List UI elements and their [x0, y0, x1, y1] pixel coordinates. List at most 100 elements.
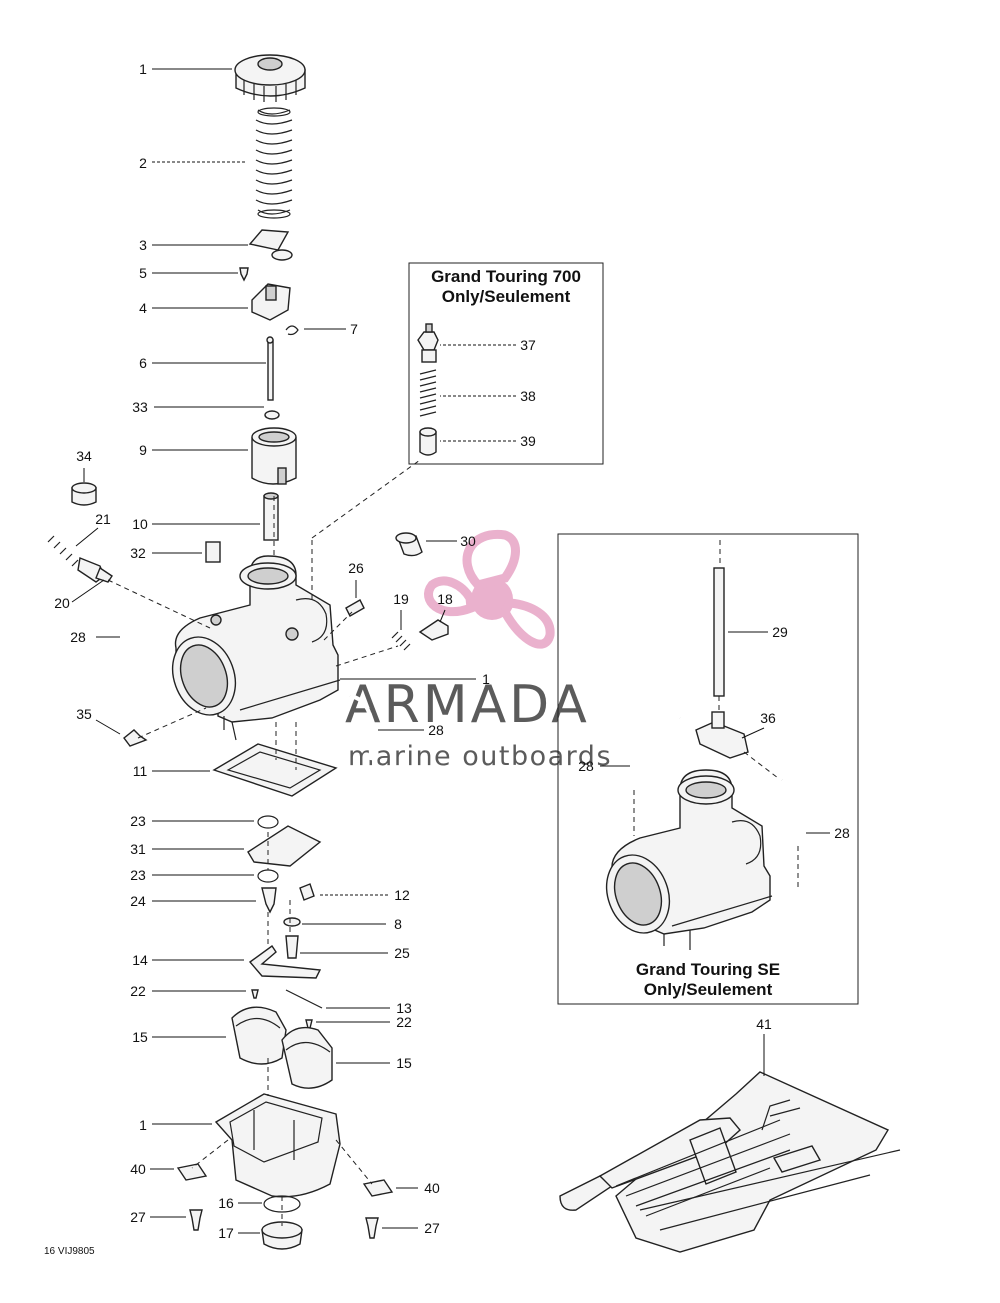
- needle-valve: [285, 935, 299, 959]
- callout-label-10: 10: [132, 516, 148, 532]
- float-screw-right: [305, 1019, 313, 1029]
- callout-label-35: 35: [76, 706, 92, 722]
- carburetor-body: [171, 555, 341, 741]
- callout-label-25: 25: [394, 945, 410, 961]
- callout-label-40: 40: [424, 1180, 440, 1196]
- spring-38: [419, 369, 437, 417]
- callout-label-1: 1: [139, 1117, 147, 1133]
- idle-screw: [418, 619, 449, 641]
- callout-label-32: 32: [130, 545, 146, 561]
- inset-700-title-1: Grand Touring 700: [431, 267, 581, 286]
- bowl-clip-right: [362, 1179, 394, 1197]
- float-arm: [248, 945, 322, 979]
- callout-label-22: 22: [396, 1014, 412, 1030]
- air-screw-assembly: [47, 535, 113, 583]
- body-screw: [123, 729, 148, 747]
- callout-label-15: 15: [396, 1055, 412, 1071]
- callout-leader-21: [75, 527, 99, 547]
- callout-label-31: 31: [130, 841, 146, 857]
- throttle-valve: [251, 427, 297, 485]
- callout-label-23: 23: [130, 867, 146, 883]
- callout-label-40: 40: [130, 1161, 146, 1177]
- throttle-spring: [255, 107, 293, 219]
- inset-se-title-2: Only/Seulement: [644, 980, 773, 999]
- fuel-fitting: [345, 599, 365, 617]
- float-right: [281, 1026, 333, 1089]
- needle-holder: [251, 283, 291, 321]
- main-jet: [261, 887, 277, 914]
- callout-label-9: 9: [139, 442, 147, 458]
- mixing-chamber-cap: [234, 54, 306, 102]
- callout-label-8: 8: [394, 916, 402, 932]
- float-bowl-gasket: [212, 743, 338, 797]
- callout-label-6: 6: [139, 355, 147, 371]
- float-pin: [285, 989, 323, 1009]
- jet-needle: [266, 336, 274, 401]
- o-ring-lower: [257, 869, 279, 883]
- needle-valve-seat: [283, 917, 301, 927]
- callout-label-33: 33: [132, 399, 148, 415]
- small-screw: [239, 267, 249, 282]
- callout-label-16: 16: [218, 1195, 234, 1211]
- carburetor-body-se: [605, 769, 773, 950]
- pilot-jet: [299, 883, 315, 901]
- callout-label-27: 27: [130, 1209, 146, 1225]
- figure-reference: 16 VIJ9805: [44, 1246, 95, 1257]
- callout-label-11: 11: [133, 763, 148, 779]
- callout-label-36: 36: [760, 710, 776, 726]
- callout-label-4: 4: [139, 300, 147, 316]
- callout-label-28: 28: [578, 758, 594, 774]
- spring-seat: [248, 229, 293, 261]
- watermark-tagline: marine outboards: [348, 741, 612, 772]
- tool-kit-41: [559, 1071, 901, 1253]
- callout-label-22: 22: [130, 983, 146, 999]
- armada-watermark: ARMADA marine outboards: [345, 529, 612, 772]
- callout-leader-36: [741, 727, 765, 739]
- callout-label-21: 21: [95, 511, 111, 527]
- tee-fitting-36: [695, 711, 749, 759]
- fitting-37: [417, 323, 439, 363]
- callout-label-30: 30: [460, 533, 476, 549]
- callout-label-17: 17: [218, 1225, 234, 1241]
- drain-plug: [261, 1221, 303, 1250]
- callout-label-14: 14: [132, 952, 148, 968]
- needle-jet: [263, 492, 279, 541]
- callout-label-34: 34: [76, 448, 92, 464]
- callout-label-38: 38: [520, 388, 536, 404]
- small-cap: [395, 532, 423, 557]
- callout-label-7: 7: [350, 321, 358, 337]
- filter-screen: [205, 541, 221, 563]
- callout-label-29: 29: [772, 624, 788, 640]
- callout-label-1: 1: [139, 61, 147, 77]
- inset-700-title-2: Only/Seulement: [442, 287, 571, 306]
- callout-label-39: 39: [520, 433, 536, 449]
- callout-label-18: 18: [437, 591, 453, 607]
- plunger-39: [419, 427, 437, 456]
- callout-label-5: 5: [139, 265, 147, 281]
- callout-label-28: 28: [834, 825, 850, 841]
- o-ring-upper: [257, 815, 279, 829]
- callout-label-24: 24: [130, 893, 146, 909]
- grand-touring-se-inset: Grand Touring SE Only/Seulement: [557, 533, 859, 1005]
- callout-label-20: 20: [54, 595, 70, 611]
- propeller-logo-icon: [424, 529, 555, 649]
- e-clip: [285, 325, 299, 336]
- callout-label-27: 27: [424, 1220, 440, 1236]
- callout-label-15: 15: [132, 1029, 148, 1045]
- callout-label-3: 3: [139, 237, 147, 253]
- main-assembly: [47, 54, 449, 1250]
- callout-label-41: 41: [756, 1016, 772, 1032]
- float-bowl: [214, 1093, 341, 1198]
- callout-label-2: 2: [139, 155, 147, 171]
- bowl-screw-right: [365, 1217, 379, 1239]
- callout-leader-35: [95, 719, 121, 735]
- callout-label-12: 12: [394, 887, 410, 903]
- inset-se-title-1: Grand Touring SE: [636, 960, 780, 979]
- callout-label-28: 28: [70, 629, 86, 645]
- callout-label-37: 37: [520, 337, 536, 353]
- callout-label-13: 13: [396, 1000, 412, 1016]
- callout-label-28: 28: [428, 722, 444, 738]
- rubber-cap: [71, 482, 97, 506]
